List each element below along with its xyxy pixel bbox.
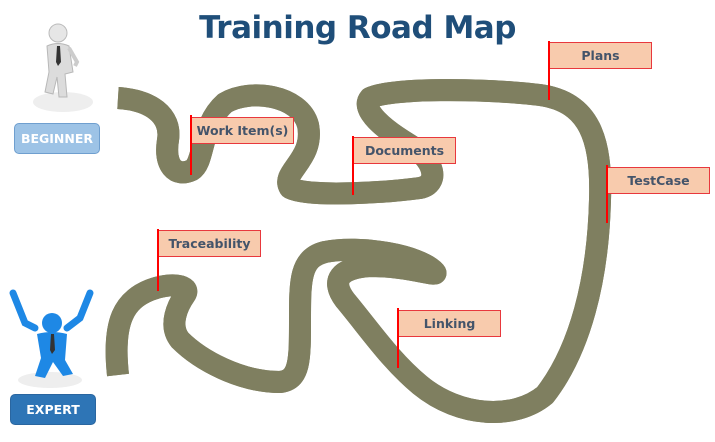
page-title: Training Road Map bbox=[199, 10, 516, 46]
flag-pole bbox=[157, 229, 159, 291]
expert-button[interactable]: EXPERT bbox=[10, 394, 96, 425]
milestone-work-items[interactable]: Work Item(s) bbox=[192, 117, 294, 144]
flag-pole bbox=[352, 136, 354, 195]
beginner-button[interactable]: BEGINNER bbox=[14, 123, 100, 154]
flag-pole bbox=[190, 115, 192, 175]
milestone-testcase[interactable]: TestCase bbox=[608, 167, 710, 194]
milestone-documents[interactable]: Documents bbox=[354, 137, 456, 164]
beginner-person-icon bbox=[33, 23, 93, 112]
expert-person-icon bbox=[9, 289, 94, 388]
flag-pole bbox=[548, 41, 550, 100]
flag-pole bbox=[397, 308, 399, 368]
milestone-plans[interactable]: Plans bbox=[550, 42, 652, 69]
milestone-traceability[interactable]: Traceability bbox=[159, 230, 261, 257]
flag-pole bbox=[606, 165, 608, 223]
milestone-linking[interactable]: Linking bbox=[399, 310, 501, 337]
